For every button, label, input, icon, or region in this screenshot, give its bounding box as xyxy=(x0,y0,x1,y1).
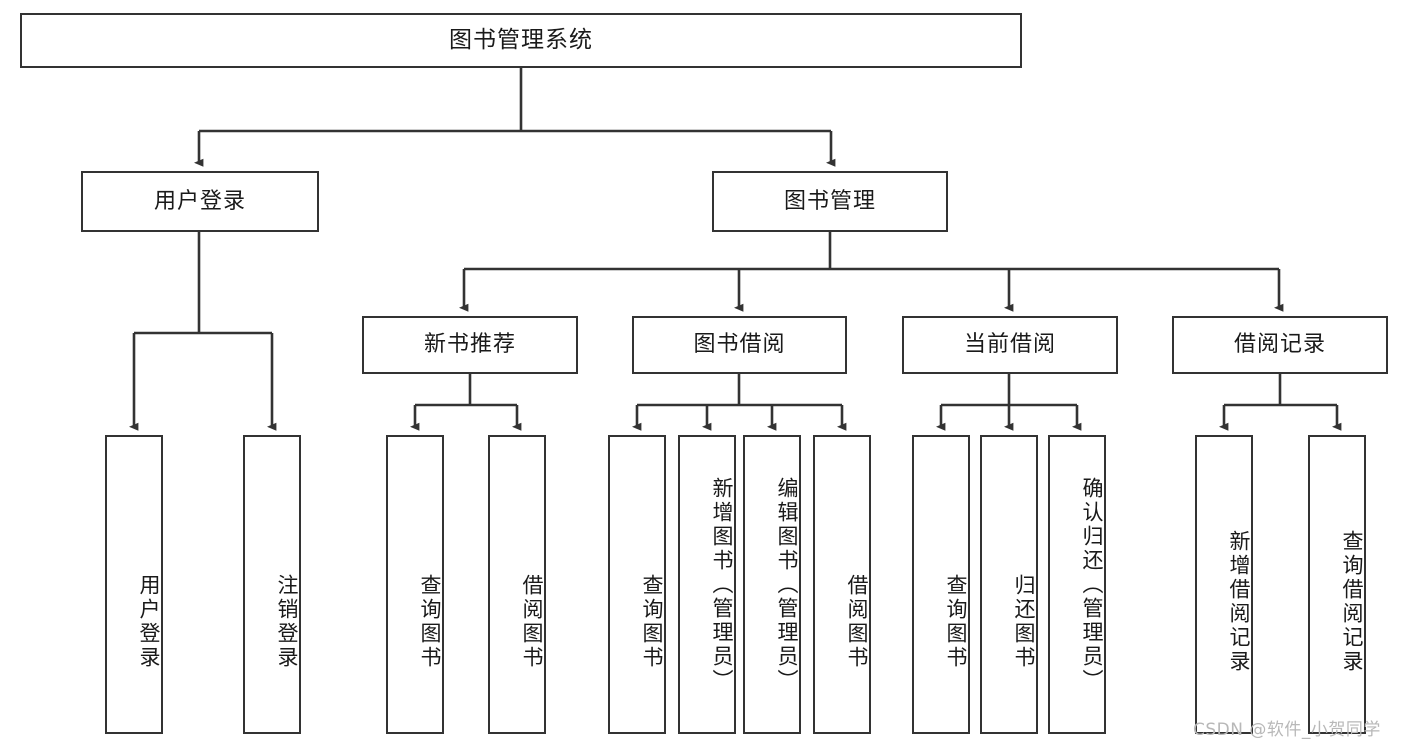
leaf-borrow-borrow-book[interactable]: 借阅图书 xyxy=(813,435,871,734)
node-label: 图书管理系统 xyxy=(449,26,593,53)
node-label: 新书推荐 xyxy=(423,332,516,358)
node-root-system[interactable]: 图书管理系统 xyxy=(20,13,1022,68)
node-label: 借阅记录 xyxy=(1233,332,1326,358)
node-label: 查询图书 xyxy=(640,573,664,670)
node-label: 归还图书 xyxy=(1012,573,1036,670)
leaf-recommend-query-book[interactable]: 查询图书 xyxy=(386,435,444,734)
node-book-management[interactable]: 图书管理 xyxy=(712,171,948,232)
node-label: 图书管理 xyxy=(783,188,876,214)
leaf-current-confirm-return-admin[interactable]: 确认归还（管理员） xyxy=(1048,435,1106,734)
node-current-borrow[interactable]: 当前借阅 xyxy=(902,316,1118,374)
leaf-borrow-edit-book-admin[interactable]: 编辑图书（管理员） xyxy=(743,435,801,734)
leaf-user-login-logout[interactable]: 注销登录 xyxy=(243,435,301,734)
node-new-book-recommend[interactable]: 新书推荐 xyxy=(362,316,578,374)
node-label: 新增借阅记录 xyxy=(1227,529,1251,674)
node-label: 注销登录 xyxy=(275,573,299,670)
node-book-borrow[interactable]: 图书借阅 xyxy=(632,316,847,374)
leaf-current-query-book[interactable]: 查询图书 xyxy=(912,435,970,734)
node-user-login[interactable]: 用户登录 xyxy=(81,171,319,232)
leaf-borrow-query-book[interactable]: 查询图书 xyxy=(608,435,666,734)
csdn-watermark: CSDN @软件_小贺同学 xyxy=(1193,720,1381,740)
node-label: 用户登录 xyxy=(137,573,161,670)
leaf-recommend-borrow-book[interactable]: 借阅图书 xyxy=(488,435,546,734)
node-label: 用户登录 xyxy=(153,188,246,214)
leaf-current-return-book[interactable]: 归还图书 xyxy=(980,435,1038,734)
node-label: 查询图书 xyxy=(418,573,442,670)
node-label: 查询图书 xyxy=(944,573,968,670)
leaf-borrow-add-book-admin[interactable]: 新增图书（管理员） xyxy=(678,435,736,734)
node-label: 编辑图书（管理员） xyxy=(775,476,799,693)
node-label: 借阅图书 xyxy=(520,573,544,670)
node-borrow-record[interactable]: 借阅记录 xyxy=(1172,316,1388,374)
node-label: 确认归还（管理员） xyxy=(1080,476,1104,693)
node-label: 查询借阅记录 xyxy=(1340,529,1364,674)
node-label: 当前借阅 xyxy=(963,332,1056,358)
leaf-user-login-login[interactable]: 用户登录 xyxy=(105,435,163,734)
leaf-record-add-record[interactable]: 新增借阅记录 xyxy=(1195,435,1253,734)
node-label: 图书借阅 xyxy=(693,332,786,358)
node-label: 新增图书（管理员） xyxy=(710,476,734,693)
leaf-record-query-record[interactable]: 查询借阅记录 xyxy=(1308,435,1366,734)
node-label: 借阅图书 xyxy=(845,573,869,670)
